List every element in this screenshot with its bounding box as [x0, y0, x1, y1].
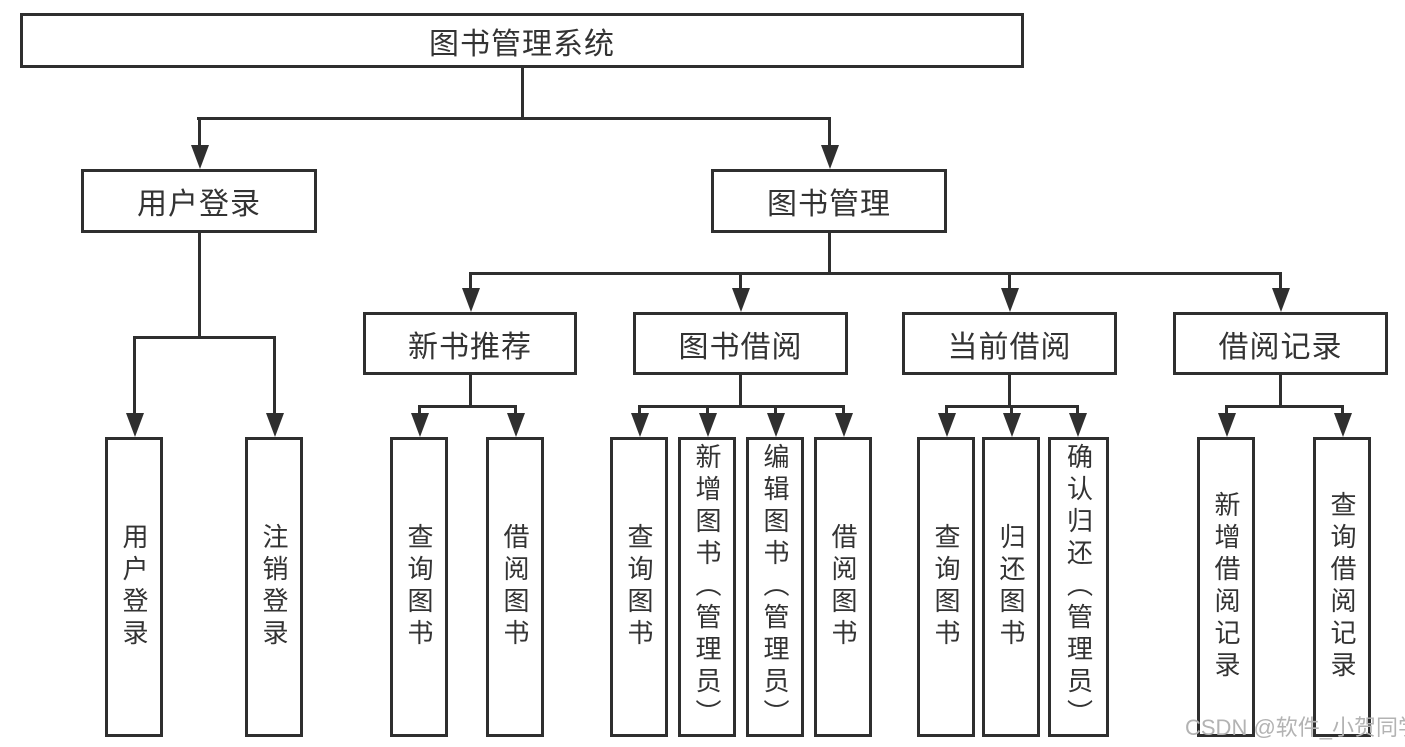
arrow-borrow-records	[1272, 288, 1290, 312]
arrow-current-borrow	[1001, 288, 1019, 312]
leaf-logout-label: 注销登录	[259, 523, 289, 651]
connector-new-book-hline	[418, 405, 516, 408]
connector-drop-login	[133, 336, 136, 415]
arrow-user-login	[191, 145, 209, 169]
connector-user-login-hline	[133, 336, 276, 339]
leaf-bb-borrow-books-label: 借阅图书	[828, 523, 858, 651]
connector-book-management-stem	[828, 233, 831, 272]
connector-drop-book-management	[828, 117, 831, 149]
connector-root-stem	[521, 68, 524, 117]
connector-book-management-hline	[469, 272, 1281, 275]
node-book-borrow: 图书借阅	[633, 312, 848, 375]
connector-book-borrow-hline	[638, 405, 844, 408]
leaf-cb-query-books-label: 查询图书	[931, 523, 961, 651]
connector-drop-bb-add	[706, 405, 709, 415]
leaf-cb-return-books: 归还图书	[982, 437, 1040, 737]
leaf-user-login: 用户登录	[105, 437, 163, 737]
arrow-cb-return	[1003, 413, 1021, 437]
leaf-logout: 注销登录	[245, 437, 303, 737]
node-current-borrow: 当前借阅	[902, 312, 1117, 375]
connector-drop-nb-borrow	[514, 405, 517, 415]
leaf-bb-query-books-label: 查询图书	[624, 523, 654, 651]
arrow-br-query	[1334, 413, 1352, 437]
connector-borrow-records-stem	[1279, 375, 1282, 405]
node-book-management-label: 图书管理	[767, 188, 891, 221]
connector-drop-user-login	[198, 117, 201, 149]
leaf-cb-confirm-return-admin-label: 确认归还（管理员）	[1063, 443, 1094, 731]
arrow-new-book	[462, 288, 480, 312]
leaf-user-login-label: 用户登录	[119, 523, 149, 651]
arrow-bb-add	[699, 413, 717, 437]
leaf-nb-borrow-books: 借阅图书	[486, 437, 544, 737]
arrow-logout	[266, 413, 284, 437]
leaf-nb-query-books-label: 查询图书	[404, 523, 434, 651]
connector-new-book-stem	[469, 375, 472, 405]
connector-drop-bb-borrow	[842, 405, 845, 415]
leaf-bb-add-books-admin-label: 新增图书（管理员）	[692, 443, 722, 731]
node-current-borrow-label: 当前借阅	[947, 330, 1072, 364]
connector-drop-logout	[273, 336, 276, 415]
arrow-nb-query	[411, 413, 429, 437]
connector-current-borrow-stem	[1008, 375, 1011, 405]
leaf-br-add-record-label: 新增借阅记录	[1211, 491, 1241, 683]
node-book-management: 图书管理	[711, 169, 947, 233]
connector-user-login-stem	[198, 233, 201, 336]
arrow-cb-confirm	[1069, 413, 1087, 437]
arrow-bb-edit	[767, 413, 785, 437]
arrow-book-borrow	[732, 288, 750, 312]
node-new-book-recommend-label: 新书推荐	[408, 330, 532, 364]
node-root: 图书管理系统	[20, 13, 1024, 68]
leaf-nb-borrow-books-label: 借阅图书	[500, 523, 530, 651]
csdn-watermark: CSDN @软件_小贺同学	[1185, 715, 1405, 740]
arrow-br-add	[1218, 413, 1236, 437]
connector-root-hline	[197, 117, 831, 120]
leaf-cb-return-books-label: 归还图书	[996, 523, 1026, 651]
leaf-bb-query-books: 查询图书	[610, 437, 668, 737]
leaf-cb-query-books: 查询图书	[917, 437, 975, 737]
leaf-br-add-record: 新增借阅记录	[1197, 437, 1255, 737]
leaf-cb-confirm-return-admin: 确认归还（管理员）	[1048, 437, 1109, 737]
arrow-bb-borrow	[835, 413, 853, 437]
arrow-bb-query	[631, 413, 649, 437]
arrow-login	[126, 413, 144, 437]
node-borrow-records: 借阅记录	[1173, 312, 1388, 375]
connector-drop-bb-edit	[774, 405, 777, 415]
node-user-login-label: 用户登录	[137, 188, 261, 221]
connector-drop-br-add	[1225, 405, 1228, 415]
arrow-cb-query	[938, 413, 956, 437]
connector-drop-nb-query	[418, 405, 421, 415]
connector-drop-new-book	[469, 272, 472, 292]
arrow-book-management	[821, 145, 839, 169]
connector-borrow-records-hline	[1225, 405, 1343, 408]
node-borrow-records-label: 借阅记录	[1218, 330, 1343, 364]
leaf-br-query-record-label: 查询借阅记录	[1327, 491, 1357, 683]
connector-book-borrow-stem	[739, 375, 742, 405]
leaf-nb-query-books: 查询图书	[390, 437, 448, 737]
leaf-bb-add-books-admin: 新增图书（管理员）	[678, 437, 736, 737]
node-user-login: 用户登录	[81, 169, 317, 233]
leaf-bb-borrow-books: 借阅图书	[814, 437, 872, 737]
connector-drop-current-borrow	[1008, 272, 1011, 292]
connector-drop-br-query	[1341, 405, 1344, 415]
connector-drop-book-borrow	[739, 272, 742, 292]
leaf-br-query-record: 查询借阅记录	[1313, 437, 1371, 737]
leaf-bb-edit-books-admin-label: 编辑图书（管理员）	[760, 443, 790, 731]
arrow-nb-borrow	[507, 413, 525, 437]
connector-drop-cb-confirm	[1076, 405, 1079, 415]
connector-drop-borrow-records	[1279, 272, 1282, 292]
node-book-borrow-label: 图书借阅	[678, 330, 803, 364]
node-root-label: 图书管理系统	[429, 27, 615, 61]
connector-drop-cb-return	[1010, 405, 1013, 415]
connector-drop-cb-query	[945, 405, 948, 415]
node-new-book-recommend: 新书推荐	[363, 312, 577, 375]
leaf-bb-edit-books-admin: 编辑图书（管理员）	[746, 437, 804, 737]
connector-drop-bb-query	[638, 405, 641, 415]
